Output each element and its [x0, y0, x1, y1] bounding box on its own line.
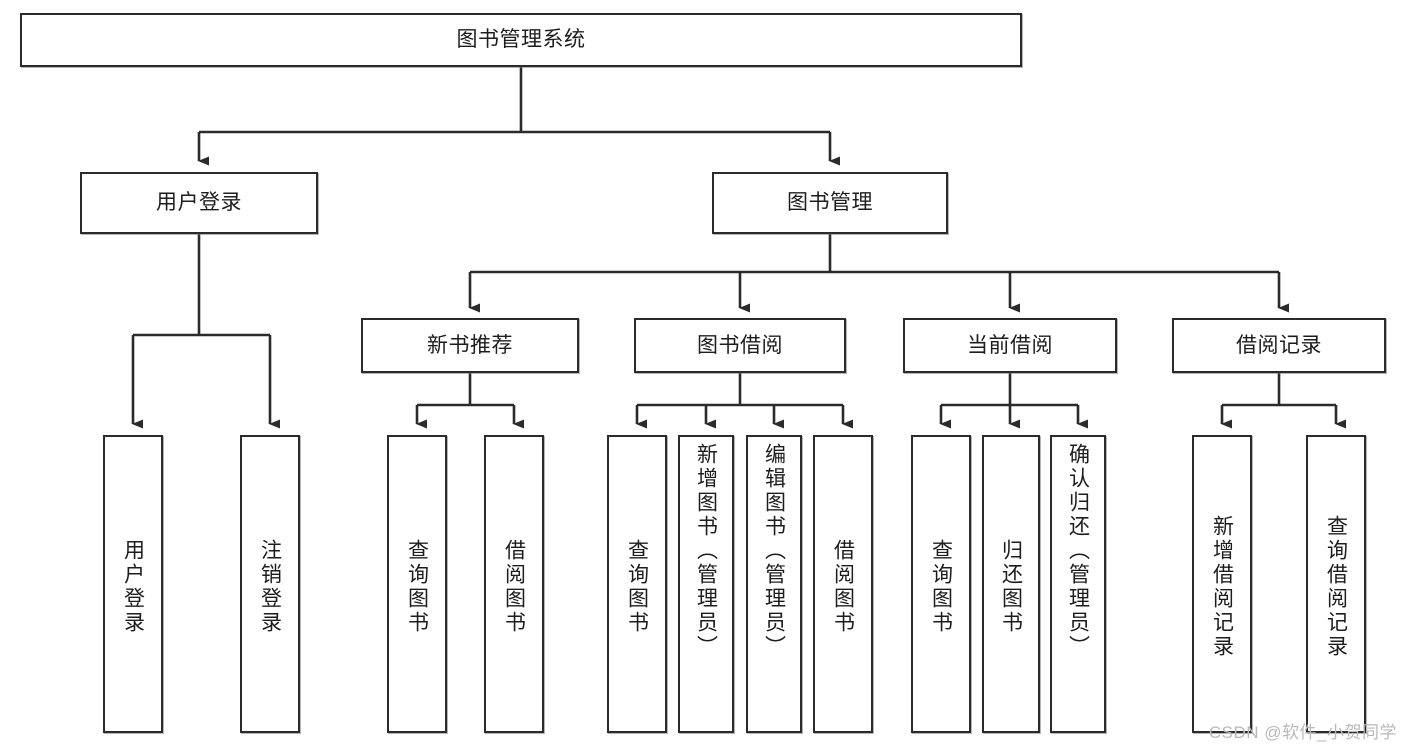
node-label: 查询借阅记录 [1324, 515, 1348, 659]
node-label: 借阅图书 [502, 539, 526, 635]
node-leaf-confirm-return-admin[interactable]: 确认归还（管理员） [1050, 435, 1106, 733]
node-label: 新增借阅记录 [1210, 515, 1234, 659]
node-leaf-user-login[interactable]: 用户登录 [103, 435, 163, 733]
node-leaf-return-book[interactable]: 归还图书 [982, 435, 1040, 733]
node-label: 借阅图书 [831, 539, 855, 635]
node-leaf-query-book-recommend[interactable]: 查询图书 [387, 435, 447, 733]
watermark-text: CSDN @软件_小贺同学 [1208, 723, 1397, 742]
node-book-management[interactable]: 图书管理 [712, 172, 948, 234]
node-leaf-borrow-book[interactable]: 借阅图书 [813, 435, 873, 733]
node-label: 查询图书 [405, 539, 429, 635]
node-leaf-borrow-book-recommend[interactable]: 借阅图书 [484, 435, 544, 733]
node-label: 借阅记录 [1236, 333, 1322, 357]
node-leaf-logout[interactable]: 注销登录 [240, 435, 300, 733]
node-root-book-management-system[interactable]: 图书管理系统 [20, 13, 1022, 67]
node-label: 新增图书（管理员） [694, 443, 718, 659]
node-user-login[interactable]: 用户登录 [80, 172, 318, 234]
node-label: 用户登录 [156, 191, 242, 215]
node-label: 确认归还（管理员） [1066, 443, 1090, 659]
node-label: 图书管理系统 [456, 28, 586, 52]
node-leaf-query-book-borrow[interactable]: 查询图书 [607, 435, 667, 733]
node-label: 注销登录 [258, 539, 282, 635]
node-label: 查询图书 [625, 539, 649, 635]
node-current-borrow[interactable]: 当前借阅 [903, 318, 1117, 373]
node-label: 编辑图书（管理员） [762, 443, 786, 659]
node-leaf-query-book-current[interactable]: 查询图书 [911, 435, 971, 733]
node-label: 归还图书 [999, 539, 1023, 635]
node-label: 新书推荐 [427, 333, 513, 357]
node-leaf-query-borrow-record[interactable]: 查询借阅记录 [1306, 435, 1366, 733]
node-leaf-add-book-admin[interactable]: 新增图书（管理员） [678, 435, 734, 733]
node-label: 图书借阅 [697, 333, 783, 357]
node-new-book-recommend[interactable]: 新书推荐 [361, 318, 579, 373]
node-label: 当前借阅 [967, 333, 1053, 357]
node-borrow-record[interactable]: 借阅记录 [1172, 318, 1386, 373]
node-leaf-add-borrow-record[interactable]: 新增借阅记录 [1192, 435, 1252, 733]
node-label: 图书管理 [787, 191, 873, 215]
node-leaf-edit-book-admin[interactable]: 编辑图书（管理员） [746, 435, 802, 733]
node-book-borrow[interactable]: 图书借阅 [634, 318, 846, 373]
node-label: 用户登录 [121, 539, 145, 635]
node-label: 查询图书 [929, 539, 953, 635]
